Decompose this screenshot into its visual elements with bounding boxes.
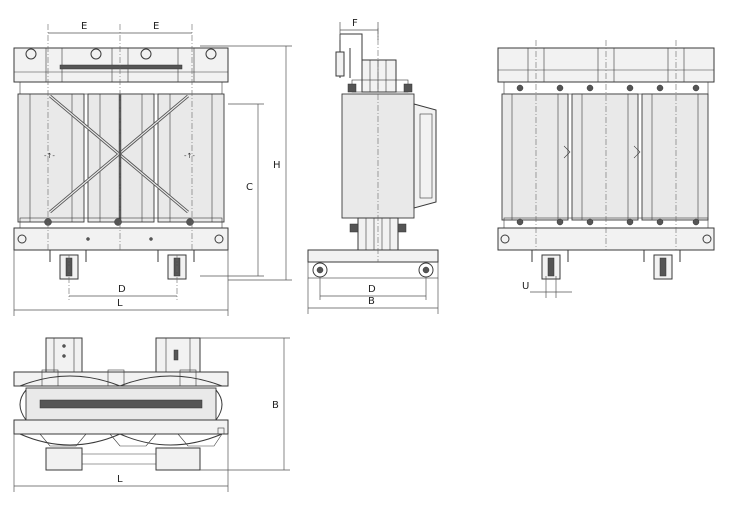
lifting-eye-icon xyxy=(140,48,152,60)
rear-coil-middle xyxy=(571,93,639,221)
side-base xyxy=(307,249,439,263)
lifting-eye-icon xyxy=(25,48,37,60)
top-view xyxy=(13,337,229,471)
dim-label-h: H xyxy=(273,160,281,171)
rear-coil-right xyxy=(641,93,709,221)
rear-view xyxy=(497,40,715,280)
front-view: -↑- -↑- xyxy=(13,24,229,300)
top-view-bracket xyxy=(45,447,83,471)
front-dimensions: E E H C D L xyxy=(13,21,292,316)
dim-label-b-top: B xyxy=(272,400,279,411)
side-dimensions: F D B xyxy=(307,18,439,314)
dim-label-e-right: E xyxy=(153,21,159,32)
side-coil xyxy=(341,93,415,219)
top-dimensions: B L xyxy=(13,337,290,492)
svg-text:-↑-: -↑- xyxy=(184,152,195,160)
wheel-icon xyxy=(418,262,434,278)
dim-label-c: C xyxy=(246,182,253,193)
svg-text:-↑-: -↑- xyxy=(44,152,55,160)
dim-label-f: F xyxy=(352,18,358,29)
lifting-eye-icon xyxy=(205,48,217,60)
wheel-icon xyxy=(312,262,328,278)
front-bottom-frame xyxy=(13,227,229,251)
dim-label-d-side: D xyxy=(368,284,376,295)
top-view-bracket xyxy=(155,447,201,471)
rear-dimensions: U xyxy=(522,276,572,298)
dim-label-l-front: L xyxy=(117,298,123,309)
dim-label-b-side: B xyxy=(368,296,375,307)
top-view-lower-beam xyxy=(13,419,229,435)
front-busbar xyxy=(59,64,183,70)
side-view xyxy=(307,28,439,279)
dim-label-e-left: E xyxy=(81,21,87,32)
rear-coil-left xyxy=(501,93,569,221)
dim-label-d-front: D xyxy=(118,284,126,295)
dim-label-l-top: L xyxy=(117,474,123,485)
side-core-top xyxy=(361,59,397,93)
side-terminal-board xyxy=(413,103,437,209)
lifting-eye-icon xyxy=(90,48,102,60)
dim-label-u: U xyxy=(522,281,529,292)
